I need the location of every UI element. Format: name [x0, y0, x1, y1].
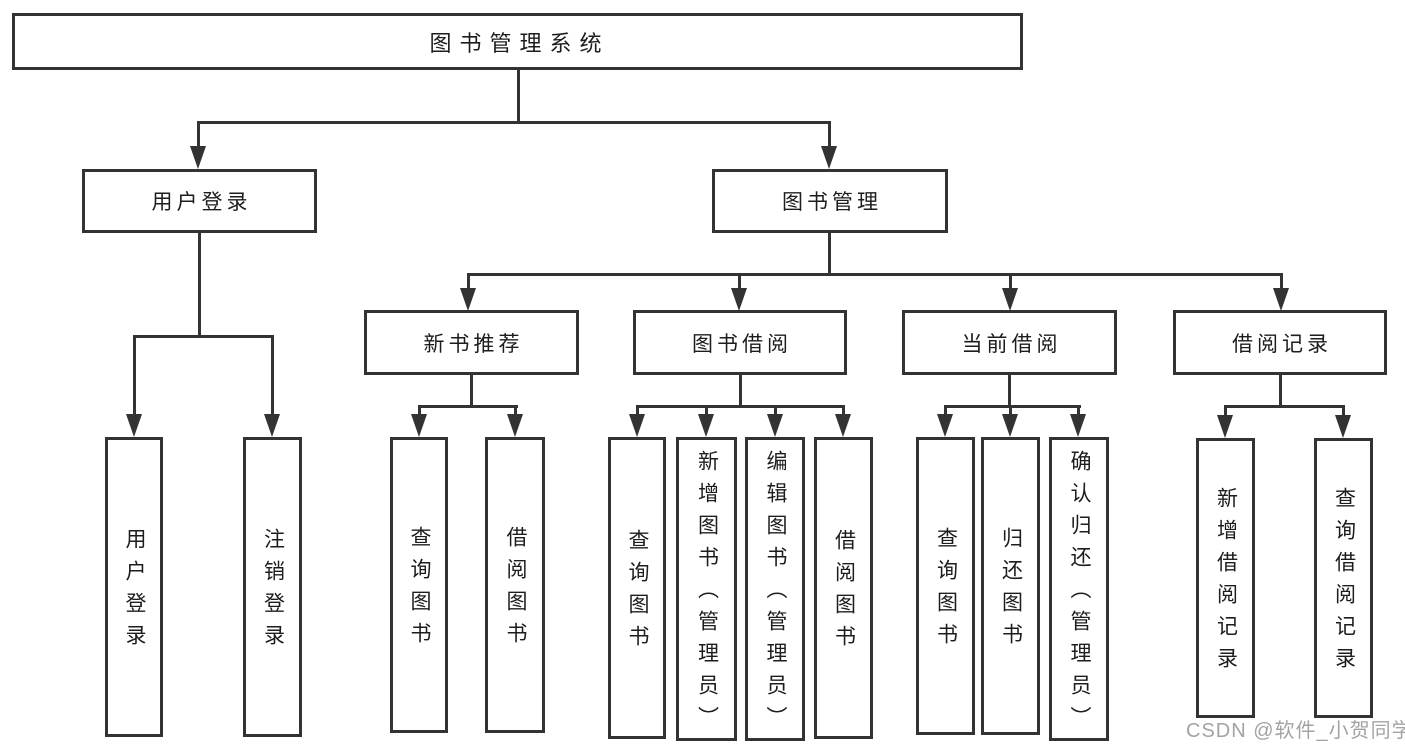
- leaf-recommend-query-books: 查询图书: [390, 437, 448, 733]
- connector-root-drop-left: [197, 121, 200, 148]
- connector-br-drop-1: [1224, 405, 1227, 419]
- arrow-down-icon: [1335, 415, 1351, 438]
- connector-bm-branch: [467, 273, 1283, 276]
- connector-bb-drop-4: [842, 405, 845, 417]
- leaf-recommend-borrow-books: 借阅图书: [485, 437, 545, 733]
- leaf-edit-books-admin: 编辑图书（管理员）: [745, 437, 805, 741]
- arrow-down-icon: [126, 414, 142, 437]
- connector-cb-drop-2: [1009, 405, 1012, 417]
- node-current-borrow-label: 当前借阅: [961, 332, 1062, 356]
- node-user-login-label: 用户登录: [151, 191, 252, 214]
- leaf-recommend-borrow-books-label: 借阅图书: [504, 526, 527, 654]
- leaf-borrow-books: 借阅图书: [814, 437, 873, 739]
- arrow-down-icon: [821, 146, 837, 169]
- connector-ul-branch: [133, 335, 274, 338]
- node-book-borrow: 图书借阅: [633, 310, 847, 375]
- node-borrow-records-label: 借阅记录: [1232, 332, 1332, 356]
- connector-br-stem: [1279, 375, 1282, 408]
- leaf-return-books: 归还图书: [981, 437, 1040, 735]
- connector-br-branch: [1224, 405, 1345, 408]
- leaf-user-login-label: 用户登录: [123, 528, 146, 656]
- leaf-return-books-label: 归还图书: [999, 527, 1023, 655]
- node-current-borrow: 当前借阅: [902, 310, 1117, 375]
- connector-bb-drop-2: [705, 405, 708, 417]
- leaf-borrow-query-books: 查询图书: [608, 437, 666, 739]
- connector-bb-branch: [636, 405, 845, 408]
- node-book-borrow-label: 图书借阅: [692, 332, 792, 356]
- connector-bm-drop-2: [738, 273, 741, 290]
- leaf-logout: 注销登录: [243, 437, 302, 737]
- leaf-user-login: 用户登录: [105, 437, 163, 737]
- leaf-current-query-books: 查询图书: [916, 437, 975, 735]
- arrow-down-icon: [411, 414, 427, 437]
- connector-bb-drop-1: [636, 405, 639, 417]
- connector-cb-drop-1: [944, 405, 947, 417]
- connector-br-drop-2: [1342, 405, 1345, 419]
- leaf-borrow-query-books-label: 查询图书: [626, 529, 649, 657]
- connector-nr-stem: [470, 375, 473, 408]
- arrow-down-icon: [507, 414, 523, 437]
- node-borrow-records: 借阅记录: [1173, 310, 1387, 375]
- leaf-confirm-return-admin-label: 确认归还（管理员）: [1068, 450, 1091, 738]
- arrow-down-icon: [629, 414, 645, 437]
- leaf-query-borrow-record: 查询借阅记录: [1314, 438, 1373, 718]
- leaf-current-query-books-label: 查询图书: [934, 527, 958, 655]
- connector-bm-stem: [828, 233, 831, 275]
- connector-ul-stem: [198, 233, 201, 338]
- arrow-down-icon: [937, 414, 953, 437]
- leaf-logout-label: 注销登录: [261, 528, 285, 656]
- connector-bm-drop-4: [1280, 273, 1283, 290]
- connector-nr-branch: [418, 405, 518, 408]
- leaf-borrow-books-label: 借阅图书: [832, 529, 856, 657]
- node-new-book-recommend: 新书推荐: [364, 310, 579, 375]
- arrow-down-icon: [731, 288, 747, 311]
- connector-cb-branch: [944, 405, 1081, 408]
- leaf-add-books-admin-label: 新增图书（管理员）: [695, 450, 719, 738]
- node-user-login: 用户登录: [82, 169, 317, 233]
- arrow-down-icon: [460, 288, 476, 311]
- arrow-down-icon: [1002, 414, 1018, 437]
- connector-nr-drop-2: [514, 405, 517, 417]
- node-book-management-label: 图书管理: [782, 191, 882, 214]
- arrow-down-icon: [835, 414, 851, 437]
- csdn-watermark: CSDN @软件_小贺同学: [1186, 720, 1405, 742]
- arrow-down-icon: [698, 414, 714, 437]
- arrow-down-icon: [1002, 288, 1018, 311]
- connector-cb-drop-3: [1077, 405, 1080, 417]
- node-root-label: 图书管理系统: [429, 30, 610, 56]
- node-new-book-recommend-label: 新书推荐: [423, 332, 524, 356]
- arrow-down-icon: [1217, 415, 1233, 438]
- arrow-down-icon: [767, 414, 783, 437]
- arrow-down-icon: [1070, 414, 1086, 437]
- node-book-management: 图书管理: [712, 169, 948, 233]
- connector-ul-drop-1: [133, 335, 136, 417]
- connector-root-branch: [197, 121, 831, 124]
- leaf-add-borrow-record-label: 新增借阅记录: [1214, 487, 1238, 679]
- arrow-down-icon: [190, 146, 206, 169]
- leaf-query-borrow-record-label: 查询借阅记录: [1332, 487, 1356, 679]
- leaf-confirm-return-admin: 确认归还（管理员）: [1049, 437, 1109, 741]
- leaf-edit-books-admin-label: 编辑图书（管理员）: [764, 450, 787, 738]
- connector-ul-drop-2: [271, 335, 274, 417]
- connector-bm-drop-1: [467, 273, 470, 290]
- connector-bb-drop-3: [774, 405, 777, 417]
- connector-root-stem: [517, 70, 520, 122]
- connector-bb-stem: [739, 375, 742, 408]
- leaf-add-borrow-record: 新增借阅记录: [1196, 438, 1255, 718]
- leaf-recommend-query-books-label: 查询图书: [408, 526, 431, 654]
- leaf-add-books-admin: 新增图书（管理员）: [676, 437, 737, 741]
- connector-bm-drop-3: [1009, 273, 1012, 290]
- connector-nr-drop-1: [418, 405, 421, 417]
- connector-root-drop-right: [828, 121, 831, 148]
- arrow-down-icon: [264, 414, 280, 437]
- arrow-down-icon: [1273, 288, 1289, 311]
- node-root: 图书管理系统: [12, 13, 1023, 70]
- connector-cb-stem: [1008, 375, 1011, 408]
